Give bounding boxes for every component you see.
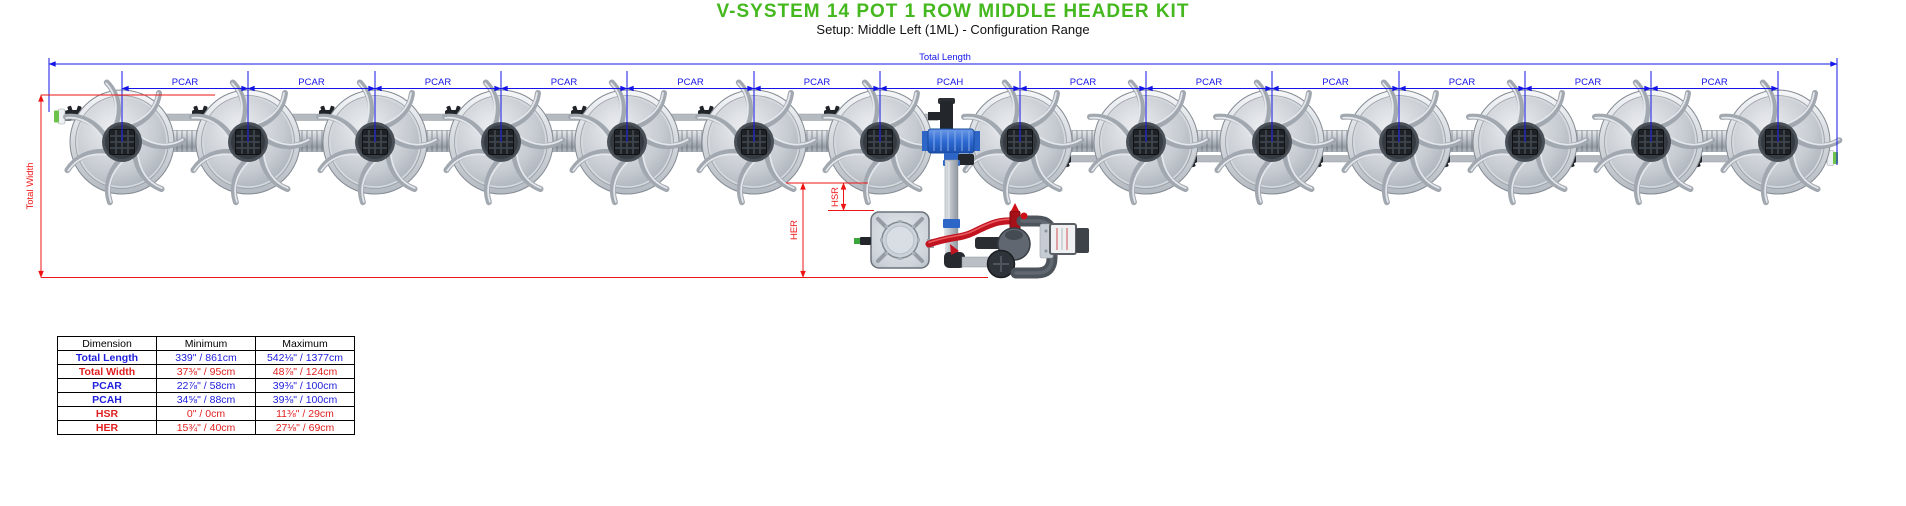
row-label: HER <box>57 420 157 435</box>
row-maximum: 11⅜" / 29cm <box>255 406 355 421</box>
page-subtitle: Setup: Middle Left (1ML) - Configuration… <box>816 22 1090 37</box>
table-header-minimum: Minimum <box>156 336 256 351</box>
table-row-hsr: HSR 0" / 0cm 11⅜" / 29cm <box>57 406 355 421</box>
row-maximum: 39⅜" / 100cm <box>255 378 355 393</box>
hsr-label: HSR <box>830 187 841 207</box>
table-row-total-width: Total Width 37⅜" / 95cm 48⅞" / 124cm <box>57 364 355 379</box>
pot <box>319 83 436 203</box>
pot <box>1090 83 1207 203</box>
segment-label: PCAR <box>1070 77 1097 88</box>
segment-label: PCAR <box>1196 77 1223 88</box>
table-header-dimension: Dimension <box>57 336 157 351</box>
pot <box>571 83 688 203</box>
table-row-pcar: PCAR 22⅞" / 58cm 39⅜" / 100cm <box>57 378 355 393</box>
segment-label: PCAR <box>551 77 578 88</box>
row-label: HSR <box>57 406 157 421</box>
row-minimum: 0" / 0cm <box>156 406 256 421</box>
pot <box>1469 83 1586 203</box>
row-label: Total Length <box>57 350 157 365</box>
row-label: Total Width <box>57 364 157 379</box>
row-maximum: 48⅞" / 124cm <box>255 364 355 379</box>
page-title: V-SYSTEM 14 POT 1 ROW MIDDLE HEADER KIT <box>716 1 1190 22</box>
pot <box>1343 83 1460 203</box>
row-maximum: 39⅜" / 100cm <box>255 392 355 407</box>
table-header-maximum: Maximum <box>255 336 355 351</box>
row-maximum: 27⅛" / 69cm <box>255 420 355 435</box>
segment-label: PCAR <box>677 77 704 88</box>
length-dimensions: Total Length PCAR PCAR PCAR PCAR PCAR PC… <box>48 52 1838 165</box>
segment-label: PCAR <box>1701 77 1728 88</box>
row-minimum: 339" / 861cm <box>156 350 256 365</box>
segment-label: PCAR <box>172 77 199 88</box>
row-minimum: 37⅜" / 95cm <box>156 364 256 379</box>
row-minimum: 22⅞" / 58cm <box>156 378 256 393</box>
reservoir-tank <box>854 211 934 269</box>
pot <box>698 83 815 203</box>
total-length-label: Total Length <box>919 52 971 63</box>
row-label: PCAH <box>57 392 157 407</box>
row-minimum: 15¾" / 40cm <box>156 420 256 435</box>
pot <box>66 83 183 203</box>
segment-label: PCAR <box>1322 77 1349 88</box>
row-minimum: 34⅝" / 88cm <box>156 392 256 407</box>
total-width-label: Total Width <box>25 163 36 210</box>
segment-label: PCAH <box>937 77 964 88</box>
her-label: HER <box>789 220 800 240</box>
table-row-her: HER 15¾" / 40cm 27⅛" / 69cm <box>57 420 355 435</box>
segment-label: PCAR <box>298 77 325 88</box>
table-header-row: Dimension Minimum Maximum <box>57 336 355 351</box>
system-diagram: Total Length PCAR PCAR PCAR PCAR PCAR PC… <box>25 52 1906 279</box>
segment-label: PCAR <box>425 77 452 88</box>
pump-assembly <box>975 212 1089 279</box>
pot <box>1216 83 1333 203</box>
pot <box>1722 83 1839 203</box>
table-row-total-length: Total Length 339" / 861cm 542⅛" / 1377cm <box>57 350 355 365</box>
row-maximum: 542⅛" / 1377cm <box>255 350 355 365</box>
dimension-table: Dimension Minimum Maximum Total Length 3… <box>57 336 355 435</box>
pump-controller <box>1049 223 1089 255</box>
segment-label: PCAR <box>1449 77 1476 88</box>
segment-label: PCAR <box>804 77 831 88</box>
pot <box>1595 83 1712 203</box>
pot <box>964 83 1081 203</box>
table-row-pcah: PCAH 34⅝" / 88cm 39⅜" / 100cm <box>57 392 355 407</box>
pot <box>192 83 309 203</box>
width-height-dimensions: Total Width HSR HER <box>25 94 988 278</box>
pot <box>445 83 562 203</box>
row-label: PCAR <box>57 378 157 393</box>
header-assembly <box>854 98 1089 279</box>
segment-label: PCAR <box>1575 77 1602 88</box>
red-hose <box>925 217 1018 248</box>
